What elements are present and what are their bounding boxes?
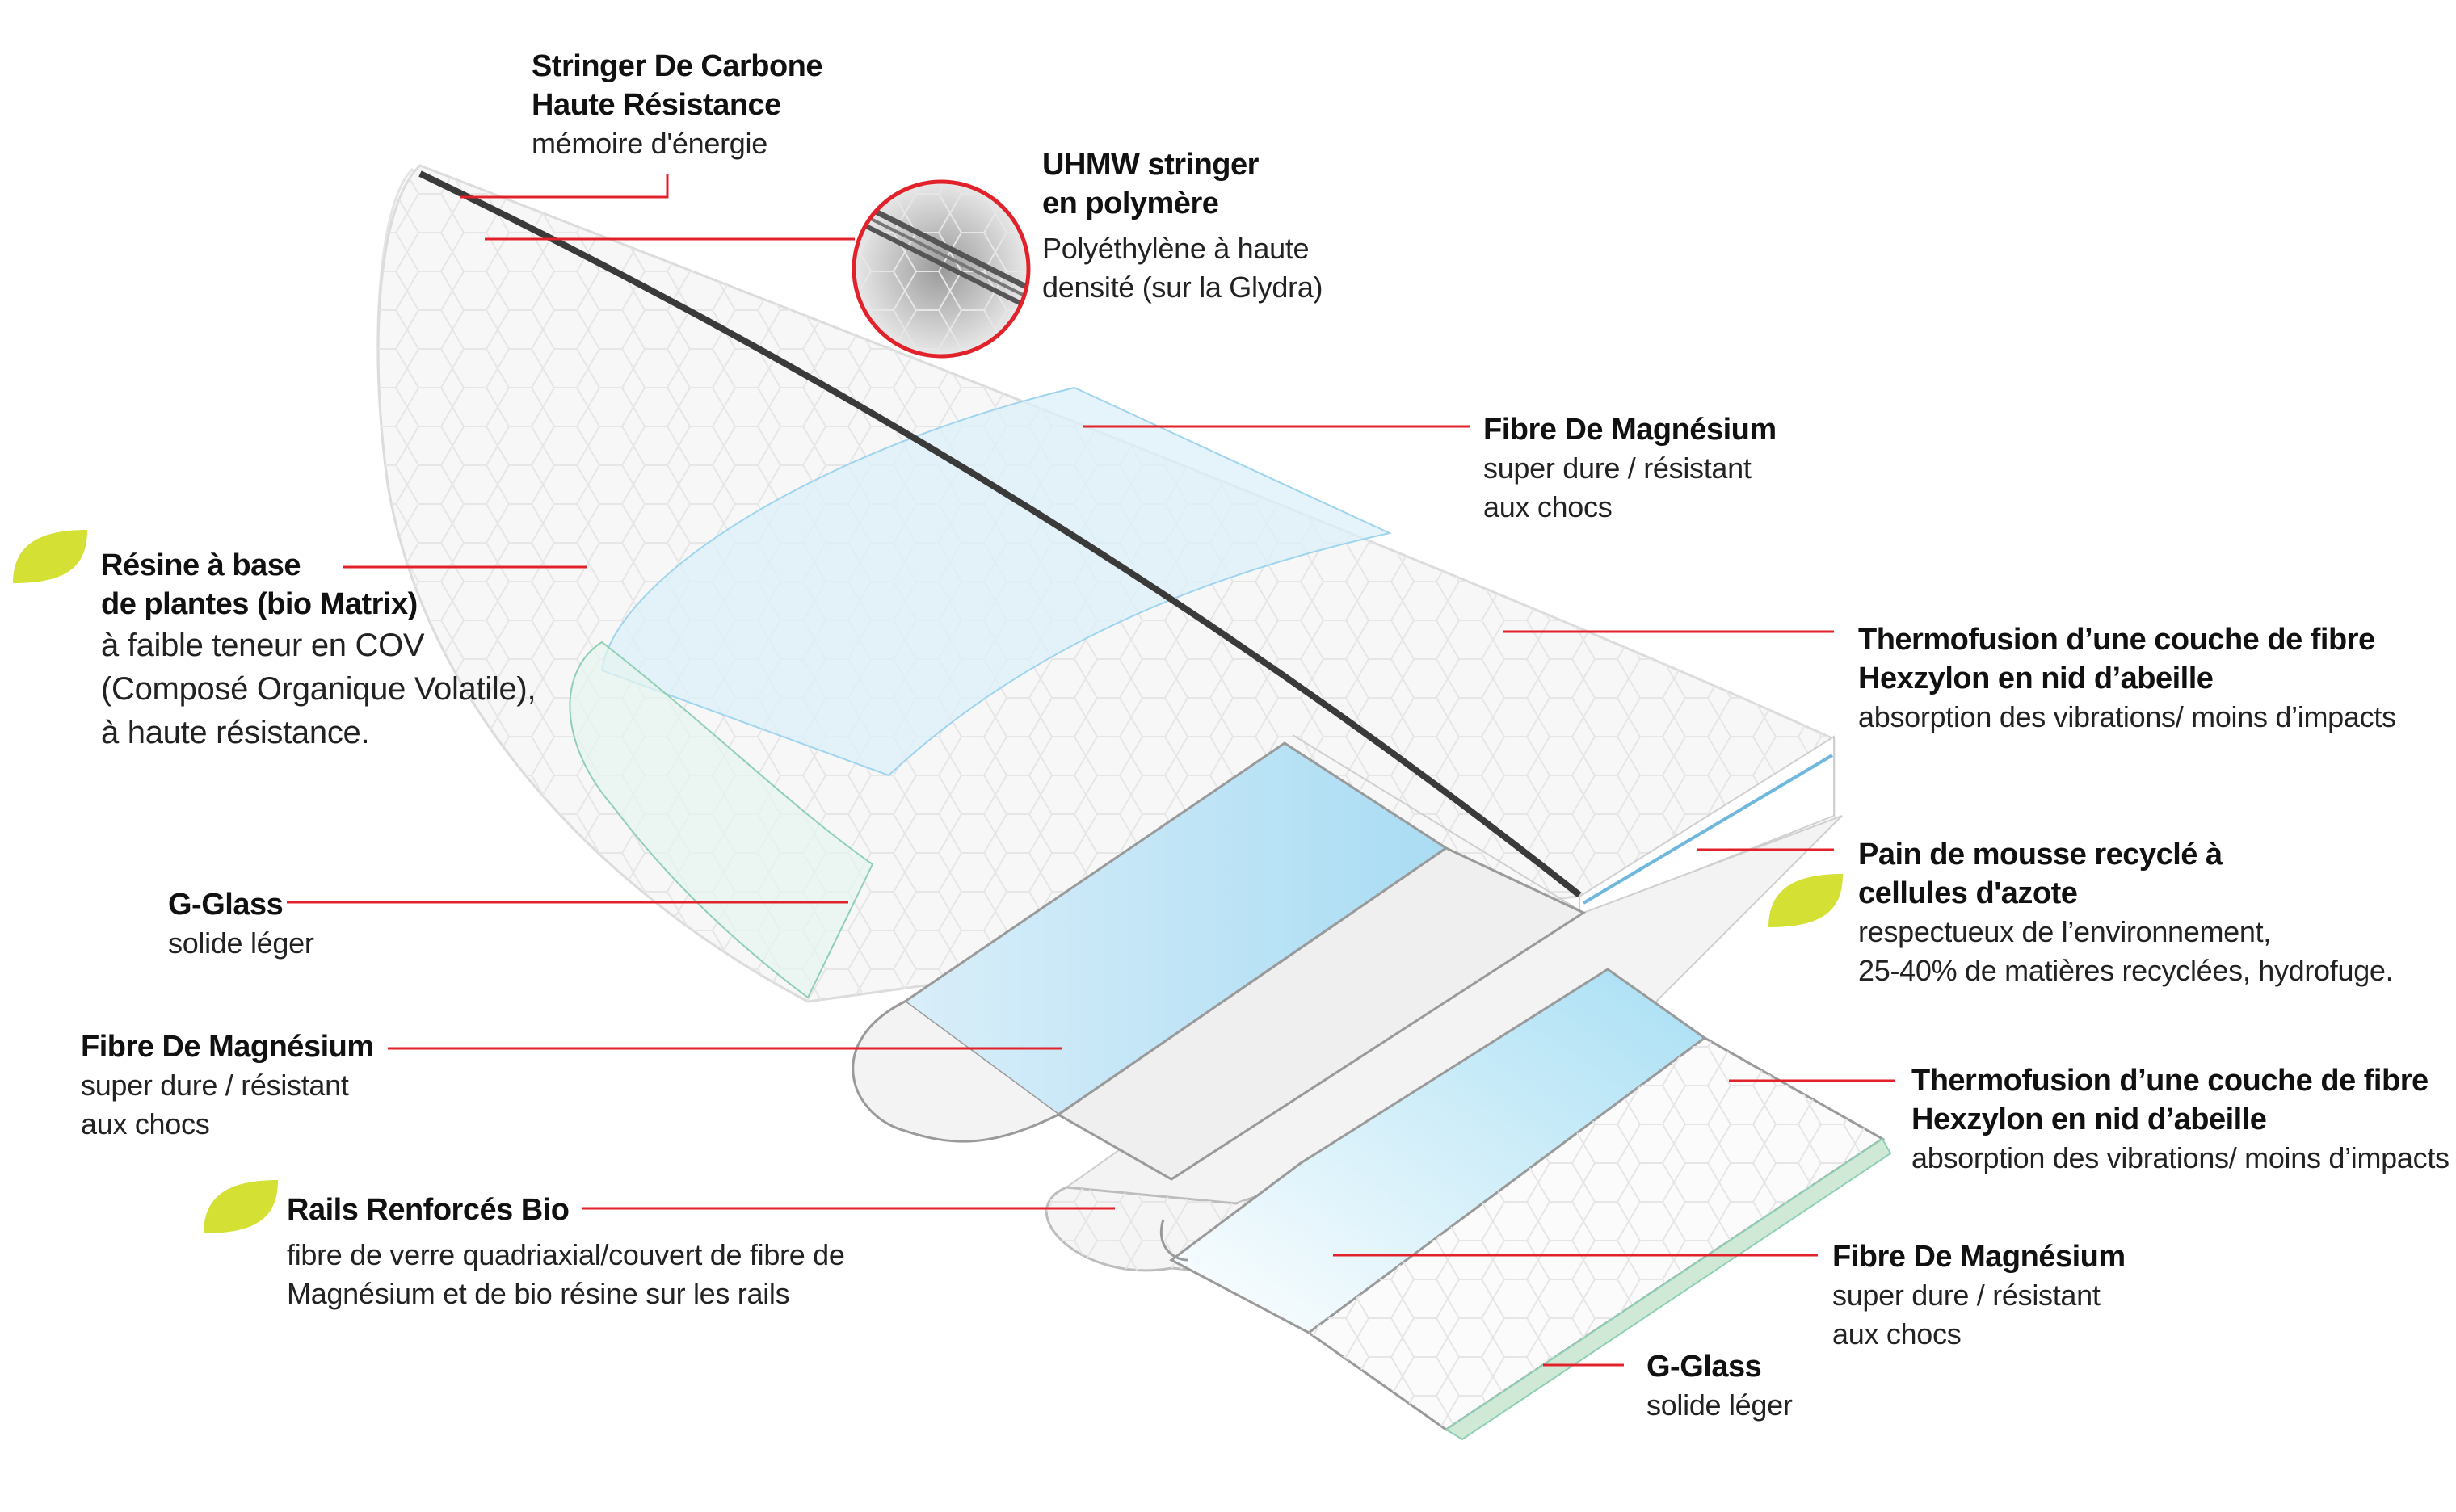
- label-title: Résine à base: [101, 548, 301, 582]
- label-title: Fibre De Magnésium: [1832, 1240, 2126, 1274]
- label-title: Pain de mousse recyclé à: [1858, 838, 2223, 872]
- deck-magnesium-layer: [600, 386, 1393, 777]
- leader-lines: [287, 174, 1895, 1367]
- uhmw-zoom-circle: [852, 179, 1031, 359]
- label-foam-core: Pain de mousse recyclé à cellules d'azot…: [1858, 835, 2394, 990]
- label-title: Fibre De Magnésium: [81, 1030, 374, 1064]
- label-magnesium-bottom: Fibre De Magnésium super dure / résistan…: [1832, 1237, 2126, 1354]
- leaf-icon: [1768, 874, 1843, 927]
- label-title: cellules d'azote: [1858, 876, 2078, 910]
- label-magnesium-left: Fibre De Magnésium super dure / résistan…: [81, 1027, 374, 1144]
- carbon-stringer: [418, 170, 1582, 898]
- label-bio-rails: Rails Renforcés Bio fibre de verre quadr…: [287, 1191, 845, 1313]
- label-gglass-left: G-Glass solide léger: [168, 885, 314, 963]
- label-subtitle: absorption des vibrations/ moins d’impac…: [1911, 1141, 2450, 1174]
- label-subtitle: (Composé Organique Volatile),: [101, 671, 536, 707]
- label-title: G-Glass: [168, 888, 284, 922]
- label-subtitle: super dure / résistant: [1832, 1279, 2101, 1312]
- label-title: Rails Renforcés Bio: [287, 1193, 570, 1227]
- label-subtitle: aux chocs: [1832, 1317, 1962, 1350]
- label-hexzylon-bottom: Thermofusion d’une couche de fibre Hexzy…: [1911, 1061, 2450, 1178]
- label-title: de plantes (bio Matrix): [101, 587, 418, 621]
- label-subtitle: aux chocs: [81, 1107, 210, 1140]
- label-title: en polymère: [1042, 187, 1219, 220]
- label-carbon-stringer: Stringer De Carbone Haute Résistance mém…: [532, 47, 823, 163]
- label-title: UHMW stringer: [1042, 148, 1259, 182]
- label-subtitle: fibre de verre quadriaxial/couvert de fi…: [287, 1238, 845, 1271]
- peeled-layers: [852, 734, 1892, 1441]
- label-title: G-Glass: [1646, 1350, 1762, 1384]
- label-subtitle: respectueux de l’environnement,: [1858, 915, 2272, 948]
- label-subtitle: densité (sur la Glydra): [1042, 271, 1323, 304]
- label-uhmw-stringer: UHMW stringer en polymère Polyéthylène à…: [1042, 145, 1323, 307]
- label-subtitle: Magnésium et de bio résine sur les rails: [287, 1277, 790, 1310]
- label-title: Stringer De Carbone: [532, 49, 823, 83]
- label-subtitle: solide léger: [1646, 1388, 1793, 1422]
- label-subtitle: 25-40% de matières recyclées, hydrofuge.: [1858, 954, 2394, 987]
- label-subtitle: super dure / résistant: [1483, 452, 1752, 485]
- leaf-icon: [204, 1180, 278, 1233]
- label-subtitle: solide léger: [168, 926, 314, 960]
- label-magnesium-top: Fibre De Magnésium super dure / résistan…: [1483, 410, 1777, 527]
- label-title: Thermofusion d’une couche de fibre: [1858, 623, 2375, 657]
- label-bio-resin: Résine à base de plantes (bio Matrix) à …: [101, 546, 536, 754]
- nose-gglass-sheet: [569, 640, 874, 999]
- label-title: Hexzylon en nid d’abeille: [1858, 662, 2214, 695]
- label-subtitle: Polyéthylène à haute: [1042, 232, 1310, 265]
- label-title: Thermofusion d’une couche de fibre: [1911, 1064, 2429, 1098]
- label-subtitle: super dure / résistant: [81, 1069, 349, 1102]
- label-gglass-bottom: G-Glass solide léger: [1646, 1347, 1793, 1425]
- label-subtitle: à haute résistance.: [101, 715, 370, 750]
- label-subtitle: absorption des vibrations/ moins d’impac…: [1858, 700, 2396, 733]
- label-hexzylon-top: Thermofusion d’une couche de fibre Hexzy…: [1858, 620, 2396, 737]
- label-title: Fibre De Magnésium: [1483, 413, 1777, 447]
- leaf-icon: [13, 530, 87, 583]
- label-subtitle: mémoire d'énergie: [532, 127, 768, 160]
- label-subtitle: à faible teneur en COV: [101, 628, 425, 663]
- label-title: Hexzylon en nid d’abeille: [1911, 1102, 2267, 1136]
- label-subtitle: aux chocs: [1483, 490, 1613, 523]
- label-title: Haute Résistance: [532, 88, 781, 122]
